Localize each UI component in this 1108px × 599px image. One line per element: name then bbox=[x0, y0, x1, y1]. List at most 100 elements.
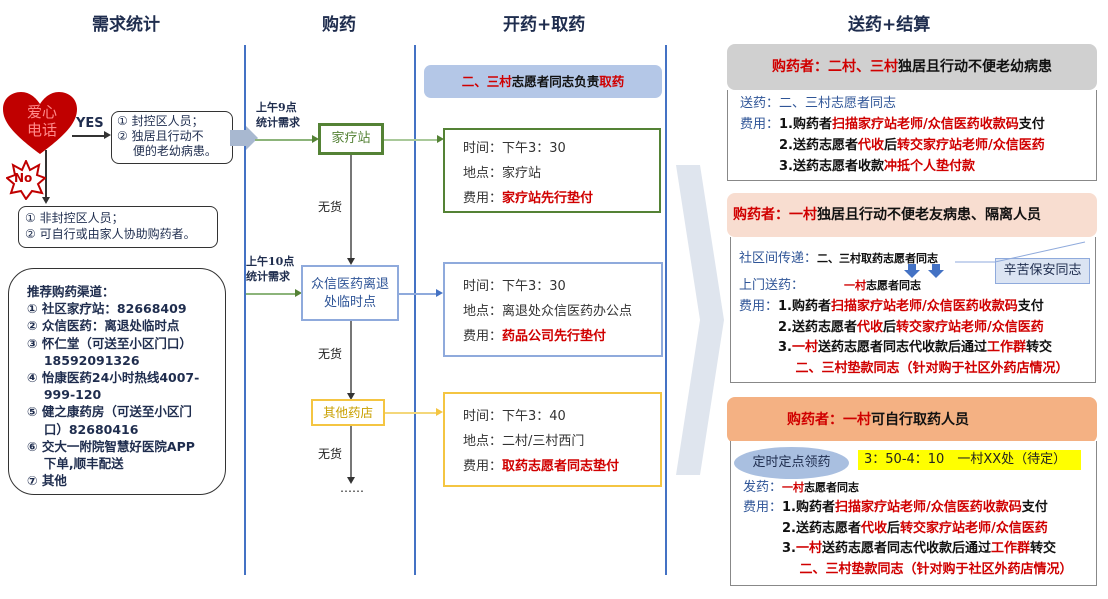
header-pickup: 开药+取药 bbox=[503, 15, 586, 35]
pickup-slot: 3：50-4：10 一村XX处（待定） bbox=[858, 450, 1081, 470]
card-fee-label: 费用： bbox=[463, 459, 503, 474]
text-segment: 可自行取药人员 bbox=[871, 412, 969, 428]
channel-item: 下单,顺丰配送 bbox=[27, 456, 124, 472]
text-segment: 志愿者同志负责 bbox=[511, 74, 600, 89]
fee-line: 2.送药志愿者代收后转交家疗站老师/众信医药 bbox=[739, 318, 1069, 339]
text-segment: 送药志愿者同志代收款后通过 bbox=[822, 541, 992, 556]
criteria-item: ① 非封控区人员； bbox=[25, 211, 124, 225]
no-stock-label: 无货 bbox=[318, 347, 343, 361]
text-segment: 二、三村 bbox=[461, 74, 512, 89]
down-arrows-icon bbox=[904, 264, 944, 278]
card-fee-label: 费用： bbox=[463, 329, 503, 344]
fee-line: 送药：二、三村志愿者同志 bbox=[740, 93, 1096, 114]
channel-item: ④ 怡康医药24小时热线4007- bbox=[27, 370, 200, 386]
text-segment: 工作群 bbox=[987, 340, 1027, 355]
channel-item: 18592091326 bbox=[27, 352, 140, 368]
give-label: 发药： bbox=[743, 480, 783, 495]
door-village: 一村 bbox=[844, 279, 867, 292]
yes-label: YES bbox=[76, 116, 104, 131]
header-demand: 需求统计 bbox=[92, 15, 160, 35]
text-segment: 2.送药志愿者 bbox=[743, 520, 861, 536]
callout-pointer bbox=[955, 241, 1086, 263]
text-segment: 转交家疗站老师/众信医药 bbox=[896, 319, 1044, 335]
text-segment: 二、三村垫款同志（针对购于社区外药店情况） bbox=[739, 360, 1069, 376]
door-value: 志愿者同志 bbox=[866, 279, 922, 292]
text-segment: 3. bbox=[743, 541, 796, 556]
divider bbox=[414, 45, 416, 575]
text-segment: 购药者：二村、三村 bbox=[772, 59, 898, 75]
text-segment: 购药者：一村 bbox=[787, 412, 871, 428]
relay-value: 二、三村取药志愿者同志 bbox=[817, 252, 939, 265]
channel-item: ② 众信医药：离退处临时点 bbox=[27, 318, 180, 334]
time-label-9am: 上午9点 统计需求 bbox=[256, 101, 300, 129]
relay-label: 社区间传递： bbox=[739, 251, 818, 266]
divider bbox=[665, 45, 667, 575]
panel3-header: 购药者：一村可自行取药人员 bbox=[727, 397, 1097, 443]
criteria-item: ② 可自行或由家人协助购药者。 bbox=[25, 227, 196, 241]
text-segment: 冲抵个人垫付款 bbox=[883, 159, 975, 174]
text-segment: 一村 bbox=[791, 340, 818, 355]
divider bbox=[244, 45, 246, 575]
text-segment: 3. bbox=[739, 340, 792, 355]
text-segment: 转交 bbox=[1030, 541, 1057, 556]
store-other: 其他药店 bbox=[311, 399, 385, 426]
give-value: 志愿者同志 bbox=[804, 481, 860, 494]
text-segment: 转交家疗站老师/众信医药 bbox=[900, 520, 1048, 536]
text-segment: 2.送药志愿者 bbox=[740, 138, 858, 153]
fee-line: 3.送药志愿者收款冲抵个人垫付款 bbox=[740, 156, 1096, 177]
channel-item: ⑥ 交大一附院智慧好医院APP bbox=[27, 438, 195, 454]
text-segment: 转交家疗站老师/众信医药 bbox=[897, 138, 1045, 153]
fee-line: 3.一村送药志愿者同志代收款后通过工作群转交 bbox=[743, 539, 1073, 560]
text-segment: 一村 bbox=[795, 541, 822, 556]
text-segment: 扫描家疗站老师/众信医药收款码 bbox=[832, 117, 1019, 132]
text-segment: 费用： bbox=[743, 500, 783, 515]
fee-line: 费用：1.购药者扫描家疗站老师/众信医药收款码支付 bbox=[743, 498, 1073, 519]
no-stock-label: 无货 bbox=[318, 447, 343, 461]
card-fee-label: 费用： bbox=[463, 191, 503, 206]
fee-line: 二、三村垫款同志（针对购于社区外药店情况） bbox=[739, 359, 1069, 380]
text-segment: 1.购药者 bbox=[778, 299, 831, 314]
text-segment: 1.购药者 bbox=[779, 117, 832, 132]
text-segment: 购药者：一村 bbox=[733, 207, 817, 223]
text-segment: 支付 bbox=[1017, 299, 1044, 314]
store-zhongxin: 众信医药离退处临时点 bbox=[301, 265, 399, 321]
card-place: 地点：离退处众信医药办公点 bbox=[463, 304, 633, 319]
more-ellipsis: …… bbox=[340, 481, 364, 495]
text-segment: 扫描家疗站老师/众信医药收款码 bbox=[835, 500, 1022, 515]
criteria-item: 便的老幼病患。 bbox=[117, 144, 217, 158]
text-segment: 支付 bbox=[1018, 117, 1045, 132]
time-label-10am: 上午10点 统计需求 bbox=[246, 255, 295, 283]
text-segment: 代收 bbox=[856, 319, 883, 335]
panel3-body: 定时定点领药 3：50-4：10 一村XX处（待定） 发药：一村志愿者同志 费用… bbox=[730, 441, 1097, 586]
card-time: 时间：下午3：30 bbox=[463, 141, 566, 156]
criteria-item: ② 独居且行动不 bbox=[117, 129, 204, 143]
fee-line: 2.送药志愿者代收后转交家疗站老师/众信医药 bbox=[740, 135, 1096, 156]
text-segment: 2.送药志愿者 bbox=[739, 319, 857, 335]
no-stock-label: 无货 bbox=[318, 200, 343, 214]
channel-item: ⑦ 其他 bbox=[27, 473, 67, 489]
panel1-header: 购药者：二村、三村独居且行动不便老幼病患 bbox=[727, 44, 1097, 90]
text-segment: 独居且行动不便老友病患、隔离人员 bbox=[817, 207, 1041, 223]
text-segment: 费用： bbox=[740, 117, 780, 132]
card-place: 地点：二村/三村西门 bbox=[463, 434, 585, 449]
card-fee: 药品公司先行垫付 bbox=[502, 329, 607, 344]
text-segment: 1.购药者 bbox=[782, 500, 835, 515]
fee-line: 费用：1.购药者扫描家疗站老师/众信医药收款码支付 bbox=[739, 297, 1069, 318]
card-place: 地点：家疗站 bbox=[463, 166, 542, 181]
text-segment: 代收 bbox=[860, 520, 887, 536]
heart-icon bbox=[3, 92, 77, 154]
header-settle: 送药+结算 bbox=[848, 15, 931, 35]
text-segment: 支付 bbox=[1021, 500, 1048, 515]
text-segment: 送药：二、三村志愿者同志 bbox=[740, 96, 897, 111]
fee-line: 2.送药志愿者代收后转交家疗站老师/众信医药 bbox=[743, 519, 1073, 540]
text-segment: 取药 bbox=[599, 74, 625, 89]
text-segment: 后 bbox=[884, 138, 898, 153]
card-fee: 家疗站先行垫付 bbox=[502, 191, 594, 206]
pickup-banner: 二、三村志愿者同志负责取药 bbox=[424, 65, 662, 98]
text-segment: 二、三村垫款同志（针对购于社区外药店情况） bbox=[743, 561, 1073, 577]
panel2-header: 购药者：一村独居且行动不便老友病患、隔离人员 bbox=[727, 193, 1097, 237]
channel-item: 999-120 bbox=[27, 387, 102, 403]
channel-item: ① 社区家疗站：82668409 bbox=[27, 301, 187, 317]
text-segment: 费用： bbox=[739, 299, 779, 314]
